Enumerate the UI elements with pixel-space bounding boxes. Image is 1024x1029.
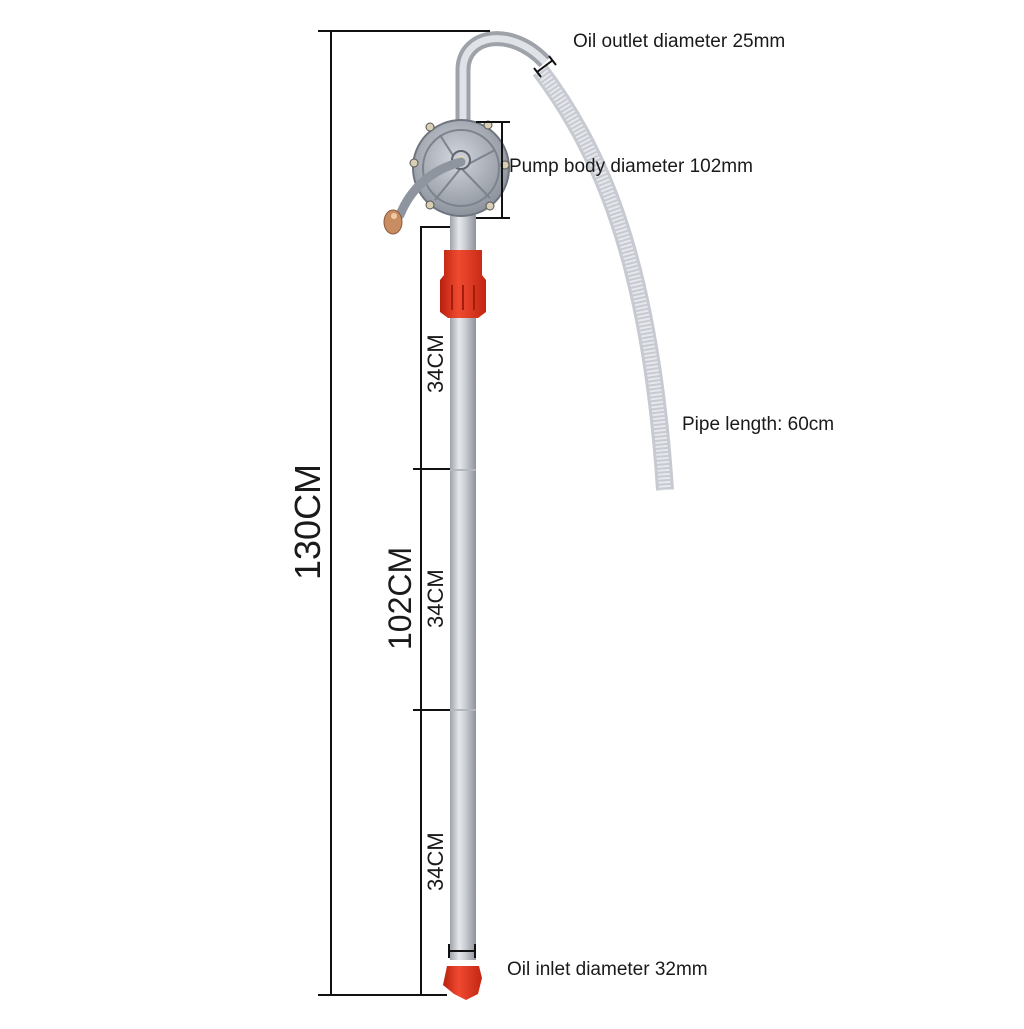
suction-tube: [450, 215, 476, 960]
red-inlet-fitting: [443, 966, 482, 1000]
outlet-pipe: [455, 31, 551, 130]
segment-2-label: 34CM: [423, 569, 448, 628]
segment-1-label: 34CM: [423, 334, 448, 393]
red-coupling: [440, 250, 486, 318]
pump-body: [409, 119, 510, 217]
segment-3-label: 34CM: [423, 832, 448, 891]
pipe-length-label: Pipe length: 60cm: [682, 414, 835, 435]
inlet-diameter-label: Oil inlet diameter 32mm: [507, 959, 708, 980]
inlet-diameter-marker: [448, 944, 476, 958]
tube-length-dimension: [413, 226, 450, 995]
crank-handle: [383, 157, 466, 235]
outlet-diameter-marker: [533, 55, 557, 78]
pump-body-diameter-label: Pump body diameter 102mm: [509, 156, 753, 177]
tube-length-label: 102CM: [382, 546, 418, 650]
pump-body-dimension: [476, 121, 510, 219]
total-height-dimension: [318, 30, 490, 996]
outlet-diameter-label: Oil outlet diameter 25mm: [573, 31, 786, 52]
hose: [532, 64, 674, 491]
total-height-label: 130CM: [287, 463, 328, 580]
